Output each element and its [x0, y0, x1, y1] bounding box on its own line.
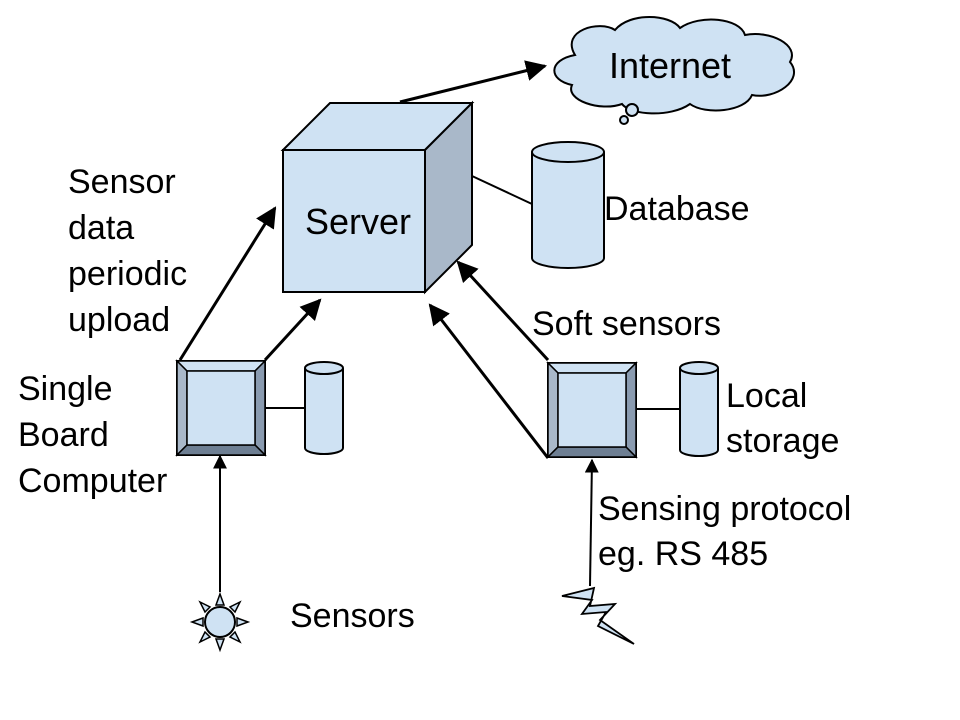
- local-storage-label: Local storage: [726, 377, 839, 460]
- protocol-label-line: eg. RS 485: [598, 535, 768, 573]
- periodic-upload-arrow: [178, 206, 277, 361]
- sbc-label: Single Board Computer: [18, 370, 167, 500]
- upload-label-line: upload: [68, 301, 170, 339]
- storage-icon: [304, 361, 344, 455]
- upload-to-internet-arrow: [399, 60, 548, 104]
- local-storage-label-line: Local: [726, 377, 807, 415]
- sbc-label-line: Computer: [18, 462, 167, 500]
- database-label: Database: [604, 190, 750, 228]
- internet-label: Internet: [609, 45, 731, 86]
- server-cube-icon: [280, 100, 475, 295]
- board-icon: [546, 361, 638, 459]
- protocol-to-node-arrow: [584, 458, 599, 587]
- local-storage-label-line: storage: [726, 422, 839, 460]
- protocol-label: Sensing protocol eg. RS 485: [598, 490, 851, 573]
- sbc-label-line: Single: [18, 370, 113, 408]
- soft-sensors-arrow: [456, 260, 550, 362]
- upload-label-line: data: [68, 209, 134, 247]
- protocol-label-line: Sensing protocol: [598, 490, 851, 528]
- upload-label-line: periodic: [68, 255, 187, 293]
- server-database-connector: [471, 175, 533, 205]
- database-icon: [531, 141, 605, 269]
- upload-label-line: Sensor: [68, 163, 176, 201]
- lightning-icon: [561, 586, 635, 645]
- sbc-to-server-arrow: [263, 298, 322, 362]
- node-to-server-arrow: [428, 303, 550, 459]
- soft-sensors-label: Soft sensors: [532, 305, 721, 343]
- sun-sensor-icon: [189, 591, 251, 653]
- board-icon: [175, 359, 267, 457]
- cloud-icon: [553, 16, 796, 125]
- upload-label: Sensor data periodic upload: [68, 163, 187, 339]
- sbc-label-line: Board: [18, 416, 109, 454]
- server-label: Server: [305, 201, 411, 242]
- storage-icon: [679, 361, 719, 457]
- sensors-label: Sensors: [290, 597, 415, 635]
